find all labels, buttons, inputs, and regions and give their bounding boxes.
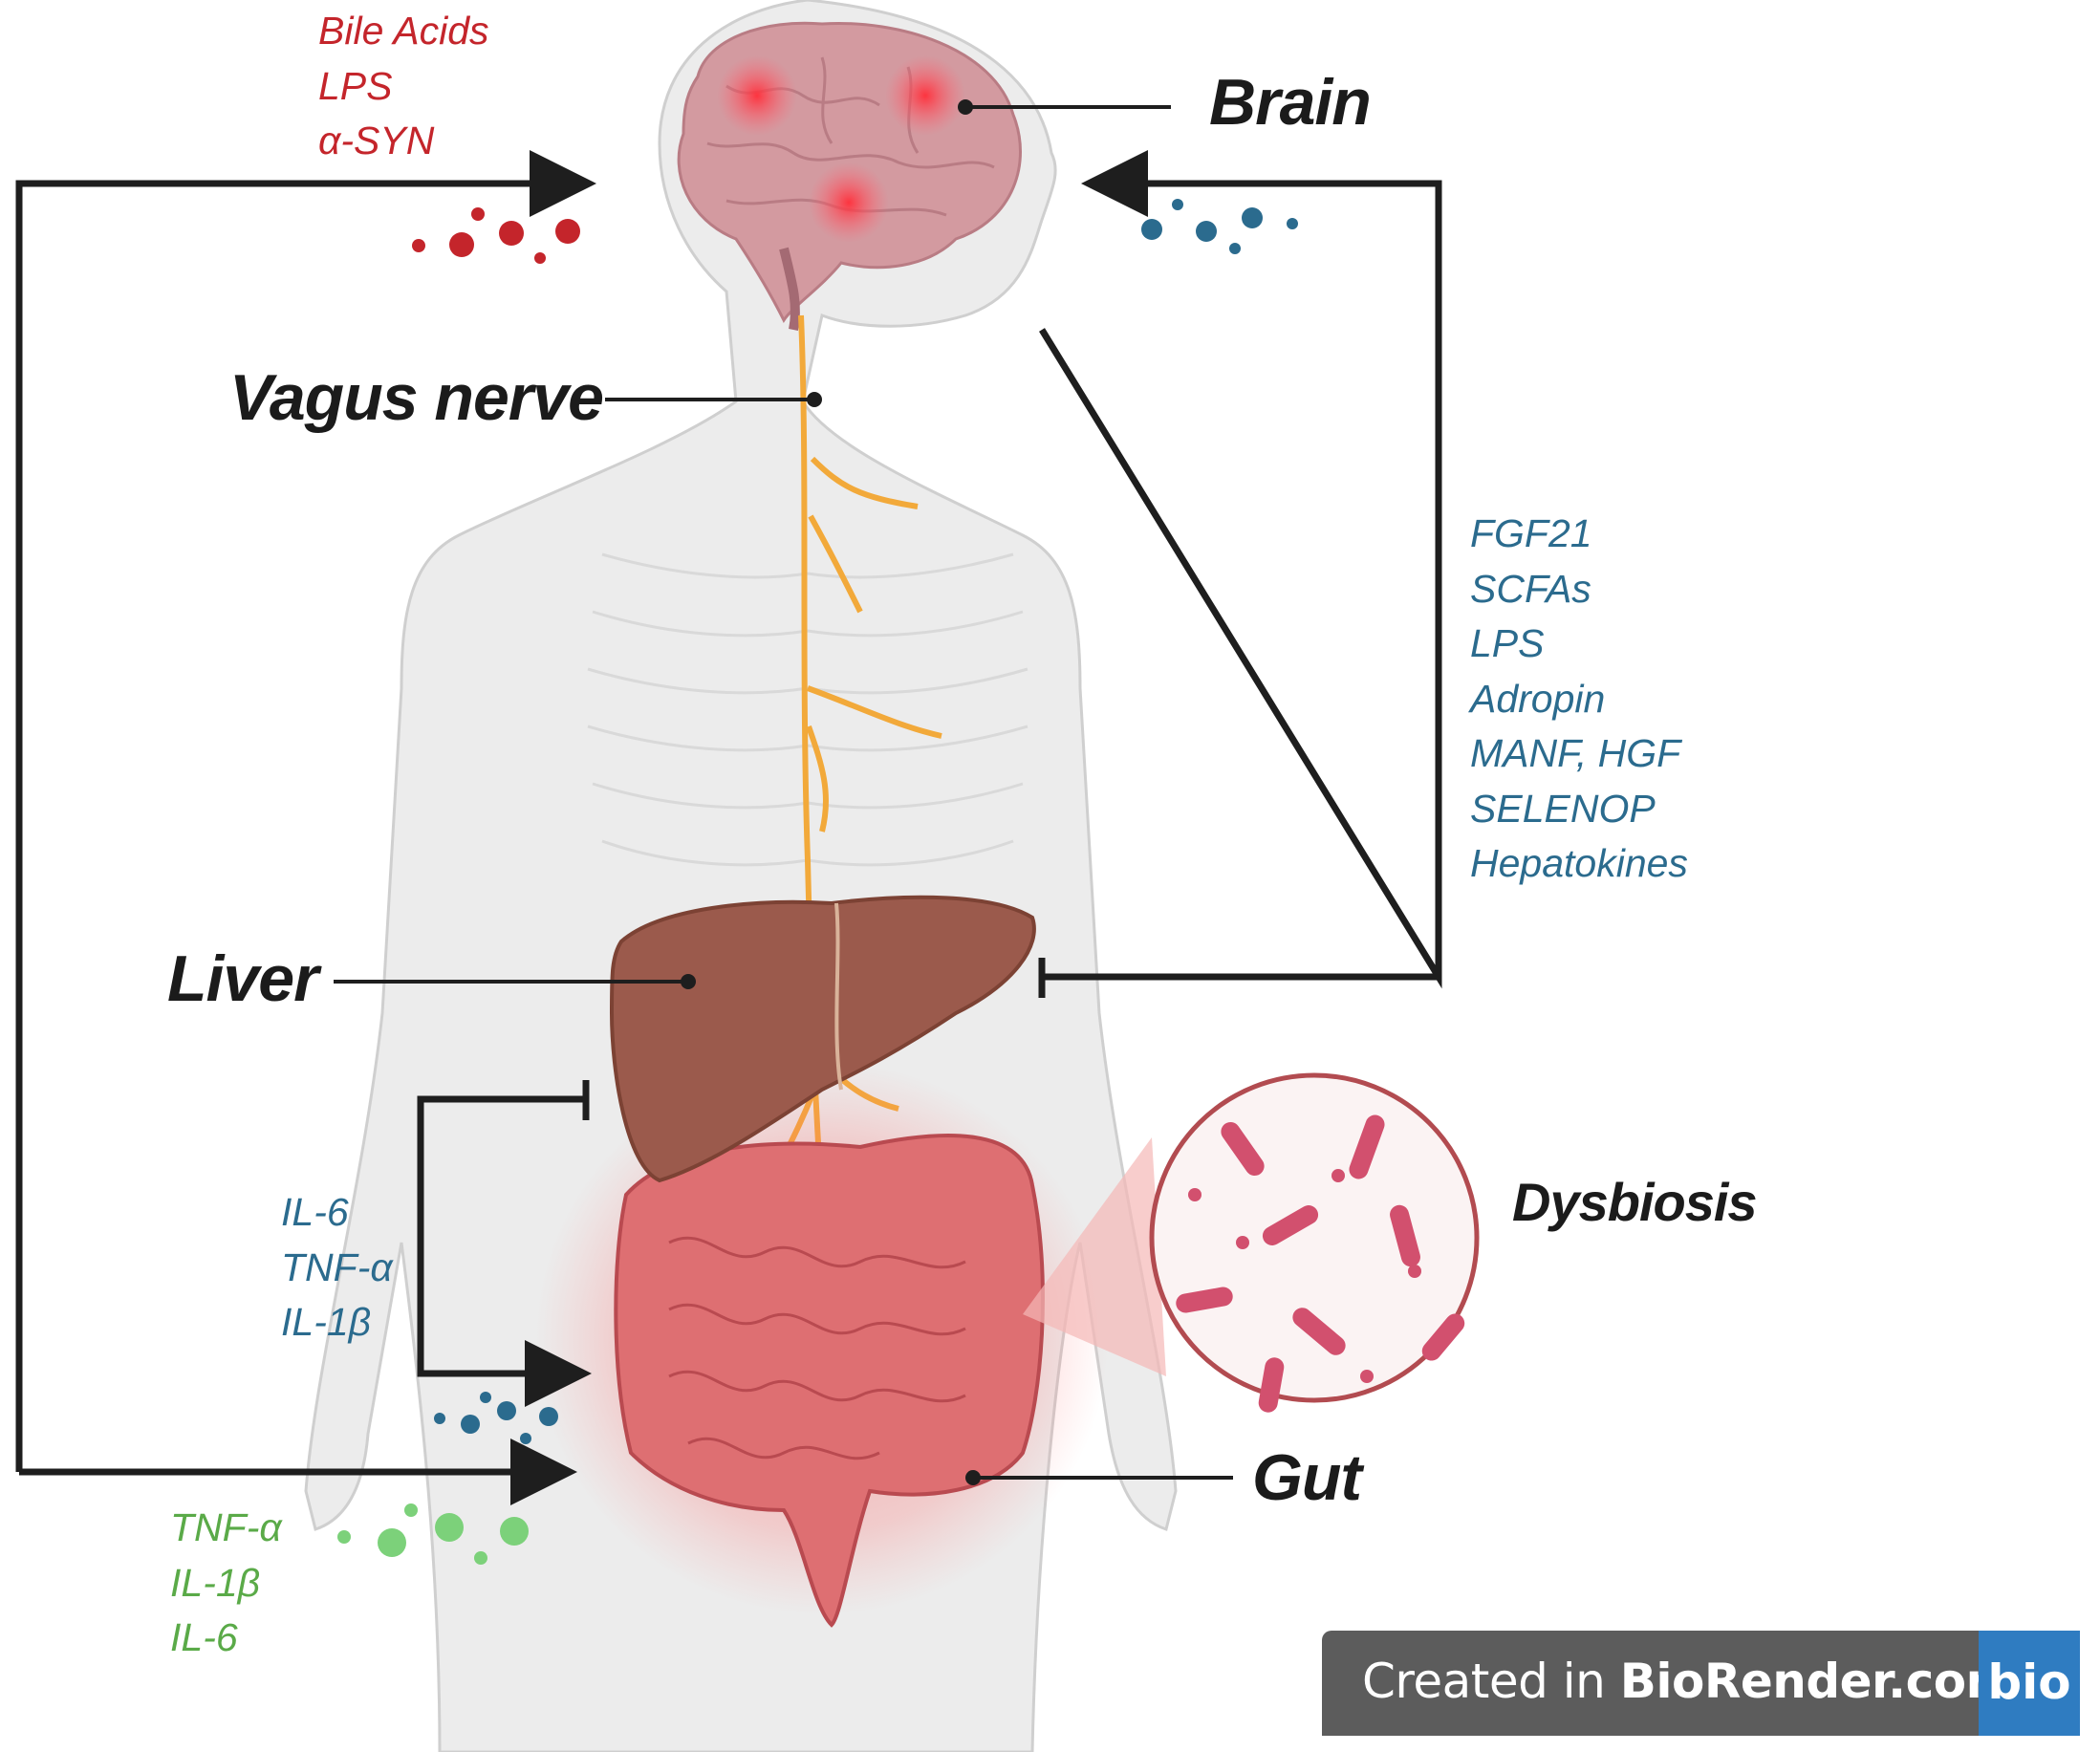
liver-to-gut-arrow xyxy=(417,1095,592,1407)
liver-label: Liver xyxy=(167,942,319,1015)
badge-text: Created in BioRender.com xyxy=(1362,1654,2016,1709)
badge-prefix: Created in xyxy=(1362,1654,1620,1709)
blue-signal-dots-brain xyxy=(1141,199,1298,254)
dysbiosis-zoom xyxy=(1023,1072,1480,1413)
blue-signal-dots-gut xyxy=(434,1392,558,1444)
signal-item: SCFAs xyxy=(1470,566,1591,611)
signal-item: IL-1β xyxy=(170,1560,261,1605)
gut-illustration xyxy=(535,1061,1109,1628)
red-signal-dots xyxy=(412,207,580,264)
signal-item: SELENOP xyxy=(1470,786,1656,831)
gut-pointer-dot xyxy=(965,1470,981,1485)
badge-brand: BioRender.com xyxy=(1619,1654,2016,1709)
signal-item: α-SYN xyxy=(318,119,435,162)
signal-item: Bile Acids xyxy=(318,9,489,53)
vagus-nerve-label: Vagus nerve xyxy=(229,361,604,434)
signal-item: TNF-α xyxy=(170,1505,282,1549)
signal-item: TNF-α xyxy=(281,1244,393,1289)
signal-item: LPS xyxy=(1470,621,1545,665)
gut-label: Gut xyxy=(1252,1441,1362,1514)
signal-item: IL-1β xyxy=(281,1300,372,1344)
liver-to-brain-arrow xyxy=(1039,150,1442,989)
biorender-logo-icon: bio xyxy=(1979,1631,2080,1736)
signal-item: LPS xyxy=(318,63,393,108)
liver-to-gut-signal-list: IL-6 TNF-α IL-1β xyxy=(281,1185,393,1351)
signal-item: IL-6 xyxy=(281,1190,349,1234)
signal-item: Hepatokines xyxy=(1470,841,1688,885)
green-signal-dots xyxy=(337,1503,529,1565)
liver-to-brain-signal-list: FGF21 SCFAs LPS Adropin MANF, HGF SELENO… xyxy=(1470,507,1688,892)
biorender-badge: Created in BioRender.com bio xyxy=(1322,1631,2080,1736)
brain-label: Brain xyxy=(1209,66,1372,139)
pointer-lines xyxy=(334,105,1233,1480)
gut-to-brain-signal-list: Bile Acids LPS α-SYN xyxy=(318,4,489,169)
brain-to-gut-signal-list: TNF-α IL-1β IL-6 xyxy=(170,1501,282,1666)
signal-item: IL-6 xyxy=(170,1615,238,1659)
brain-illustration xyxy=(677,21,1022,331)
brain-pointer-dot xyxy=(958,99,973,115)
signal-item: FGF21 xyxy=(1470,511,1592,555)
signal-item: MANF, HGF xyxy=(1470,731,1681,775)
vagus-pointer-dot xyxy=(807,392,822,407)
liver-illustration xyxy=(609,895,1036,1183)
liver-pointer-dot xyxy=(681,974,696,989)
dysbiosis-label: Dysbiosis xyxy=(1512,1172,1758,1232)
signal-item: Adropin xyxy=(1470,676,1606,721)
gut-to-brain-arrow xyxy=(15,150,596,1472)
